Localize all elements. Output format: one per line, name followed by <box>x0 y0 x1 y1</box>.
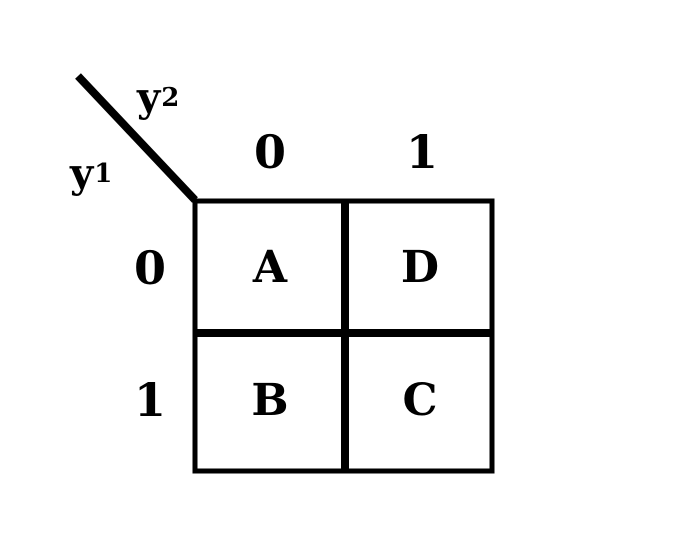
row-header-0: 0 <box>133 241 167 295</box>
row-header-1: 1 <box>133 373 167 427</box>
column-header-1: 1 <box>405 125 439 179</box>
cell-r1-c1: C <box>402 375 438 426</box>
column-variable-label: y2 <box>137 78 179 118</box>
row-variable-subscript: 1 <box>94 159 113 189</box>
diagonal-divider <box>75 73 198 203</box>
column-variable-letter: y <box>137 74 161 121</box>
cell-r1-c0: B <box>251 375 289 426</box>
cell-r0-c1: D <box>400 242 440 293</box>
row-variable-label: y1 <box>70 154 112 194</box>
cell-r0-c0: A <box>252 242 288 293</box>
column-header-0: 0 <box>253 125 287 179</box>
row-variable-letter: y <box>70 150 94 197</box>
column-variable-subscript: 2 <box>161 83 180 113</box>
